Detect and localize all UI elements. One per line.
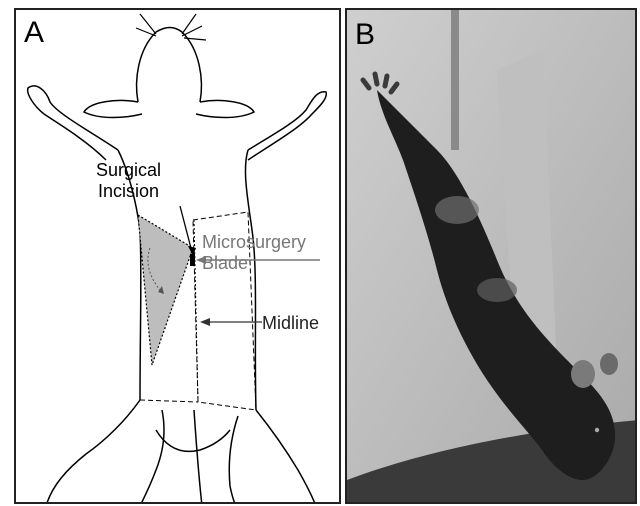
blade-marker <box>190 254 195 266</box>
panel-b-photo: B <box>345 8 637 504</box>
ear-left <box>571 360 595 388</box>
midline-label: Midline <box>262 313 319 334</box>
left-forelimb <box>28 86 118 160</box>
surgical-incision-line1: Surgical <box>96 160 161 181</box>
panel-label-a: A <box>24 18 44 48</box>
hindquarters <box>46 400 316 504</box>
panel-a-schematic: A Surgical Incision Microsurgery Blade M… <box>14 8 341 504</box>
midline-arrow-head <box>200 318 210 326</box>
hanging-rod <box>451 10 459 150</box>
eye <box>595 428 599 432</box>
surgical-incision-label: Surgical Incision <box>96 160 161 202</box>
surgical-incision-line2: Incision <box>96 181 161 202</box>
shoulder-outline <box>84 100 254 117</box>
mouse-photo <box>347 10 637 504</box>
microsurgery-blade-line2: Blade <box>202 253 306 274</box>
right-forelimb <box>248 92 326 160</box>
microsurgery-blade-label: Microsurgery Blade <box>202 232 306 274</box>
ear-right <box>600 353 618 375</box>
panel-label-b: B <box>355 20 375 50</box>
tail-base <box>156 430 230 451</box>
back-patch-1 <box>435 196 479 224</box>
lower-boundary <box>140 400 198 402</box>
back-patch-2 <box>477 278 517 302</box>
microsurgery-blade-line1: Microsurgery <box>202 232 306 253</box>
skin-flap <box>138 215 193 365</box>
